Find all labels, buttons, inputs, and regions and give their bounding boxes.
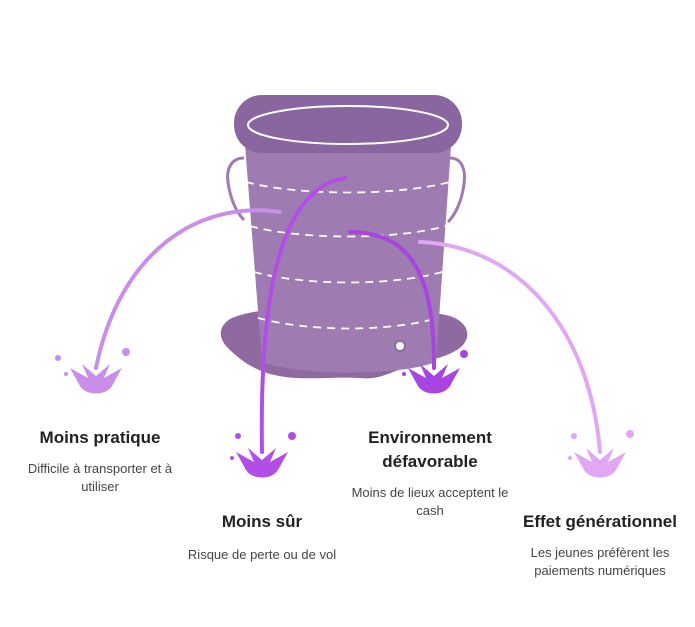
bucket-icon (244, 132, 452, 373)
item-environnement: Environnement défavorable Moins de lieux… (348, 426, 512, 520)
item-title: Environnement défavorable (368, 428, 492, 471)
bucket-band (249, 225, 447, 238)
item-moins-sur: Moins sûr Risque de perte ou de vol (182, 510, 342, 564)
item-description: Risque de perte ou de vol (187, 547, 337, 562)
item-title: Moins pratique (39, 428, 161, 447)
leak-stream-2 (259, 176, 347, 454)
droplet (394, 340, 406, 352)
item-title: Effet générationnel (523, 512, 677, 531)
item-description: Difficile à transporter et à utiliser (27, 461, 173, 494)
item-title: Moins sûr (221, 512, 303, 531)
splash-icon (568, 430, 634, 478)
leak-stream-1 (94, 208, 282, 370)
splash-icon (230, 432, 296, 478)
bucket-handle-right (446, 156, 466, 224)
bucket-rim-inner (247, 105, 449, 145)
item-description: Moins de lieux acceptent le cash (351, 485, 509, 518)
item-description: Les jeunes préfèrent les paiements numér… (530, 545, 670, 578)
bucket-band (245, 181, 451, 194)
bucket-band (257, 317, 439, 330)
item-moins-pratique: Moins pratique Difficile à transporter e… (10, 426, 190, 496)
splash-icon (55, 348, 130, 394)
item-effet-generationnel: Effet générationnel Les jeunes préfèrent… (520, 510, 680, 580)
leak-stream-4 (418, 240, 602, 454)
leak-stream-3 (348, 230, 436, 370)
